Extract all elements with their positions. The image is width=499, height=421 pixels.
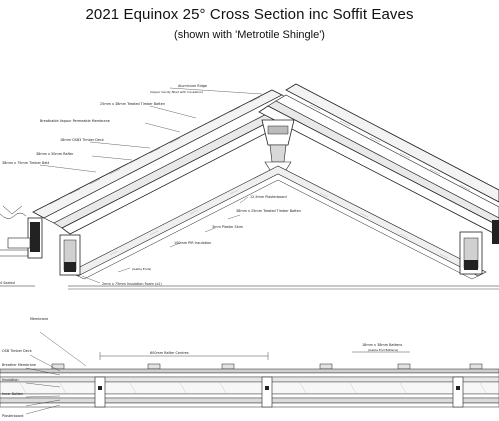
plan-rafter-fixings [98, 386, 460, 390]
label-membrane: Membrane [30, 317, 48, 321]
ridge-assembly [261, 119, 295, 171]
long-section: 600mm Rafter Centres 18mm x 38mm Battens… [0, 317, 499, 418]
top-battens [51, 363, 483, 370]
label-gable-ends: (Gable Ends) [132, 267, 151, 271]
label-treated-batten: 25mm x 38mm Treated Timber Batten [100, 102, 165, 106]
leader-lines [39, 87, 263, 284]
insulation-hatch [109, 189, 449, 259]
label-sealed: 4 Sealed [0, 281, 15, 285]
label-inner-batten: 38mm x 25mm Treated Timber Batten [236, 209, 301, 213]
diagram-title: 2021 Equinox 25° Cross Section inc Soffi… [85, 6, 414, 23]
section-annotations: Aluminium Ridge (Upper Cavity filled wit… [0, 84, 301, 286]
right-roof-slope [258, 83, 499, 237]
label-timber-batt: 38mm x 75mm Timber Batt [2, 161, 50, 165]
batten-dimension: 18mm x 38mm Battens (Gable End Battens) [352, 343, 410, 353]
diagram-subtitle: (shown with 'Metrotile Shingle') [174, 29, 325, 41]
label-breather-membrane: Breather Membrane [2, 363, 36, 367]
label-rafter-centres: 600mm Rafter Centres [150, 351, 189, 355]
eaves-beam [0, 285, 499, 290]
label-pir-insulation: 100mm PIR Insulation [174, 241, 211, 245]
label-breathable-membrane: Breathable Vapour Permeable Membrane [40, 119, 110, 123]
label-plaster-skim: 3mm Plaster Skim [212, 225, 244, 229]
rafter-centres-dimension: 600mm Rafter Centres [99, 351, 269, 360]
label-inner-batten-plan: Inner Batten [2, 392, 23, 396]
label-plasterboard-plan: Plasterboard [2, 414, 23, 418]
label-rafter: 38mm x 50mm Rafter [36, 152, 74, 156]
layer-bands [0, 368, 499, 408]
plan-rafters [94, 376, 464, 408]
left-eaves-detail [0, 205, 81, 276]
label-insulation-foam: 2mm x 75mm Insulation Foam (x2) [102, 282, 162, 286]
right-eaves-detail [459, 220, 499, 275]
label-upper-cavity: (Upper Cavity filled with Insulation) [150, 90, 203, 94]
label-battens: 18mm x 38mm Battens [362, 343, 402, 347]
label-osb-deck: 18mm OSB3 Timber Deck [60, 138, 104, 142]
label-gable-battens: (Gable End Battens) [368, 348, 398, 352]
label-aluminium-ridge: Aluminium Ridge [178, 84, 207, 88]
plan-insulation-hatch [19, 382, 487, 394]
label-osb-timber-deck: OSB Timber Deck [2, 349, 32, 353]
label-plasterboard: 12.5mm Plasterboard [250, 195, 287, 199]
left-roof-slope [32, 89, 310, 235]
label-insulation: Insulation [2, 378, 19, 382]
roof-section: Aluminium Ridge (Upper Cavity filled wit… [0, 83, 499, 290]
plan-annotations: Membrane OSB Timber Deck Breather Membra… [2, 317, 48, 418]
plan-leaders [25, 331, 87, 415]
